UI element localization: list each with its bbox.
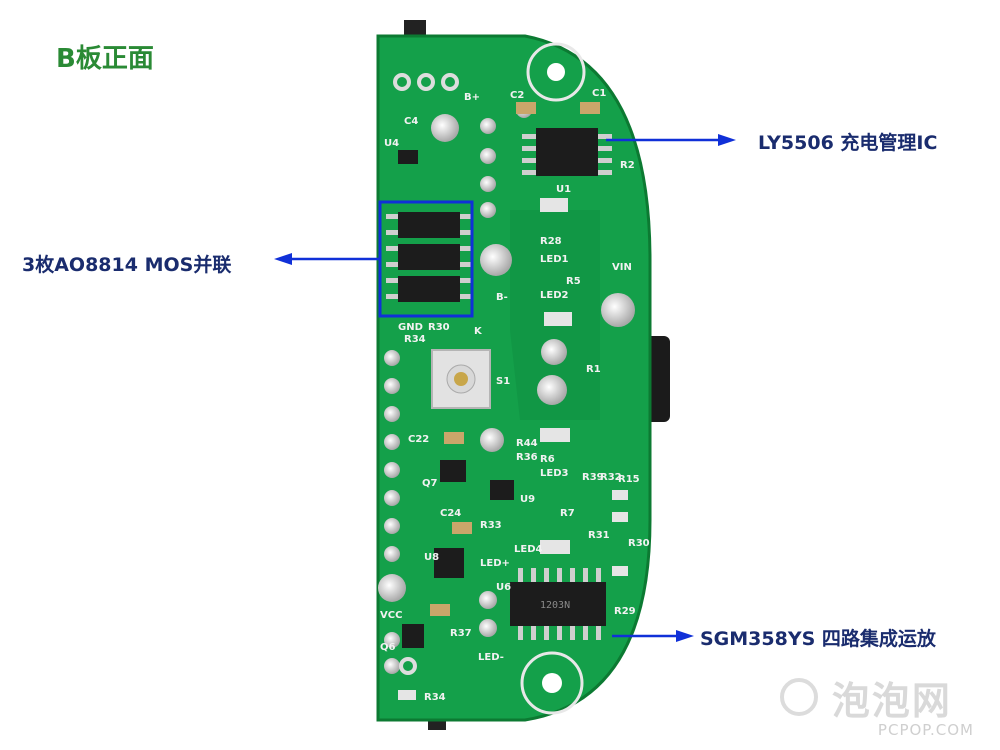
label-led-plus: LED+ <box>480 558 510 569</box>
label-led-minus: LED- <box>478 652 504 663</box>
slide-switch-top <box>404 20 426 36</box>
watermark-logo-icon <box>779 678 818 716</box>
label-gnd: GND <box>398 322 423 333</box>
mos-chip-2 <box>398 244 460 270</box>
opamp-chip: 1203N <box>510 568 606 640</box>
label-r36: R36 <box>516 452 538 463</box>
callout-mos: 3枚AO8814 MOS并联 <box>22 254 232 276</box>
pad-vin <box>601 293 635 327</box>
label-u8: U8 <box>424 552 439 563</box>
callout-arrows <box>274 134 736 642</box>
label-c2: C2 <box>510 90 524 101</box>
label-led4: LED4 <box>514 544 543 555</box>
label-r39: R39 <box>582 472 604 483</box>
label-led1: LED1 <box>540 254 569 265</box>
watermark: 泡泡网 PCPOP.COM <box>779 670 974 739</box>
label-c24: C24 <box>440 508 461 519</box>
label-r29: R29 <box>614 606 636 617</box>
callout-charge-ic: LY5506 充电管理IC <box>758 132 938 154</box>
label-r7: R7 <box>560 508 575 519</box>
label-b-plus: B+ <box>464 92 480 103</box>
label-r5: R5 <box>566 276 581 287</box>
label-q6: Q6 <box>380 642 396 653</box>
label-led3: LED3 <box>540 468 569 479</box>
label-r30: R30 <box>428 322 450 333</box>
mounting-hole-bottom <box>520 651 584 715</box>
label-r15: R15 <box>618 474 640 485</box>
label-c1: C1 <box>592 88 606 99</box>
label-u9: U9 <box>520 494 535 505</box>
label-r30b: R30 <box>628 538 650 549</box>
page-title: B板正面 <box>56 44 154 74</box>
label-r1: R1 <box>586 364 601 375</box>
pad-column-left <box>384 350 400 674</box>
tact-switch <box>431 349 491 409</box>
mos-chip-1 <box>398 212 460 238</box>
mounting-hole-top <box>526 42 586 102</box>
label-s1: S1 <box>496 376 510 387</box>
label-k: K <box>474 326 483 337</box>
chip-marking: 1203N <box>540 600 570 611</box>
label-r2: R2 <box>620 160 635 171</box>
pad-b-plus <box>431 114 459 142</box>
label-r34b: R34 <box>424 692 446 703</box>
callout-opamp: SGM358YS 四路集成运放 <box>700 628 936 650</box>
label-vin: VIN <box>612 262 632 273</box>
label-u1: U1 <box>556 184 571 195</box>
label-r34: R34 <box>404 334 426 345</box>
charge-ic-chip <box>522 128 612 176</box>
mos-chip-3 <box>398 276 460 302</box>
label-r6: R6 <box>540 454 555 465</box>
smd-components <box>398 102 628 700</box>
label-r28: R28 <box>540 236 562 247</box>
label-r44: R44 <box>516 438 538 449</box>
label-u4: U4 <box>384 138 399 149</box>
label-c4: C4 <box>404 116 418 127</box>
watermark-cn: 泡泡网 <box>831 679 952 723</box>
watermark-en: PCPOP.COM <box>877 721 974 739</box>
label-c22: C22 <box>408 434 429 445</box>
label-r31: R31 <box>588 530 610 541</box>
label-q7: Q7 <box>422 478 438 489</box>
label-led2: LED2 <box>540 290 569 301</box>
label-r37: R37 <box>450 628 472 639</box>
label-u6: U6 <box>496 582 511 593</box>
label-vcc: VCC <box>380 610 402 621</box>
label-r32: R32 <box>600 472 622 483</box>
label-r33: R33 <box>480 520 502 531</box>
pad-b-minus <box>480 244 512 276</box>
label-b-minus: B- <box>496 292 508 303</box>
